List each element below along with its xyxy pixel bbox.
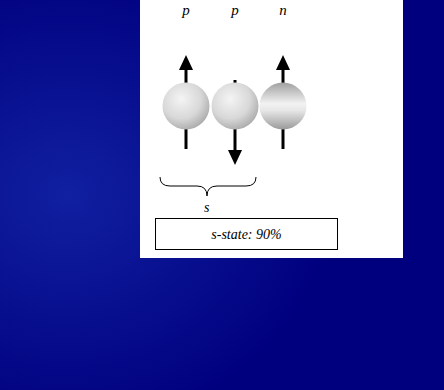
white-panel: [140, 0, 403, 258]
proton-sphere: p: [211, 82, 259, 130]
pair-label: s: [204, 200, 209, 216]
sphere-shape: [162, 82, 210, 130]
neutron-sphere: n: [259, 82, 307, 130]
sphere-fill: [260, 83, 307, 130]
particle-label: p: [231, 2, 239, 19]
arrow-head: [179, 55, 193, 70]
brace: [160, 177, 256, 196]
arrow-head: [276, 55, 290, 70]
sphere-shape: [211, 82, 259, 130]
state-label: s-state: 90%: [211, 226, 281, 243]
arrow-head: [228, 150, 242, 165]
proton-sphere: p: [162, 82, 210, 130]
particle-label: n: [279, 2, 287, 19]
sphere-fill: [163, 83, 210, 130]
sphere-fill: [212, 83, 259, 130]
particle-label: p: [182, 2, 190, 19]
state-box: s-state: 90%: [155, 218, 338, 250]
sphere-shape: [259, 82, 307, 130]
